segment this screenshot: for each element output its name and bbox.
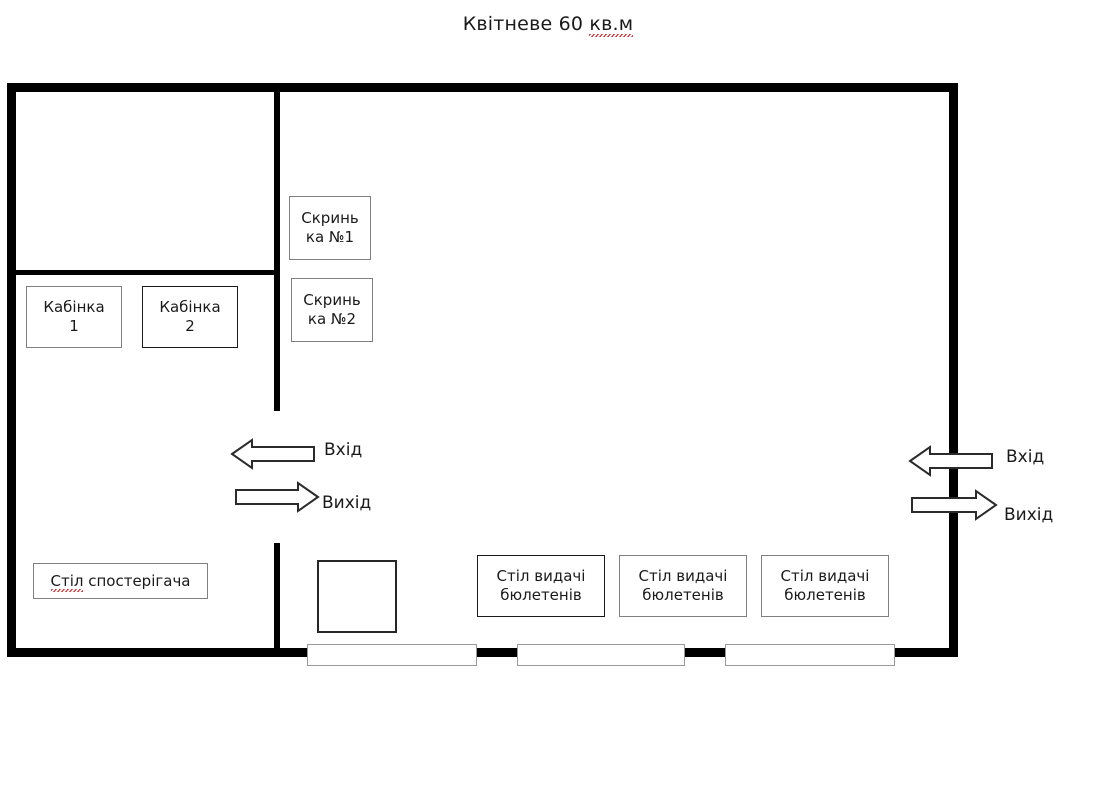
ballot-box-2-label-line1: Скринь xyxy=(303,291,361,310)
doorway-bar-1 xyxy=(307,644,477,666)
ballot-box-1-label-line2: ка №1 xyxy=(305,228,355,246)
doorway-bar-3 xyxy=(725,644,895,666)
voting-cabin-1[interactable]: Кабінка 1 xyxy=(26,286,122,348)
ballot-box-1[interactable]: Скринь ка №1 xyxy=(289,196,371,260)
ballot-box-2-label-line2: ка №2 xyxy=(307,310,357,328)
ballot-issuing-desk-1[interactable]: Стіл видачі бюлетенів xyxy=(477,555,605,617)
ballot-issuing-desk-1-label-line1: Стіл видачі xyxy=(496,567,586,586)
observer-table-label-rest: спостерігача xyxy=(83,571,191,590)
exit-arrow-left-icon xyxy=(234,481,320,513)
wall-left xyxy=(7,83,16,657)
entrance-arrow-right-icon xyxy=(908,445,994,477)
doorway-bar-2 xyxy=(517,644,685,666)
observer-table[interactable]: Стіл спостерігача xyxy=(33,563,208,599)
ballot-issuing-desk-1-label-line2: бюлетенів xyxy=(500,586,582,604)
ballot-issuing-desk-2[interactable]: Стіл видачі бюлетенів xyxy=(619,555,747,617)
exit-label-left: Вихід xyxy=(322,493,372,513)
wall-bottom xyxy=(7,648,958,657)
voting-cabin-2-label-line1: Кабінка xyxy=(159,298,221,317)
interior-wall-horizontal xyxy=(14,270,276,275)
voting-cabin-2[interactable]: Кабінка 2 xyxy=(142,286,238,348)
voting-cabin-1-label-line1: Кабінка xyxy=(43,298,105,317)
ballot-issuing-desk-2-label-line2: бюлетенів xyxy=(642,586,724,604)
ballot-issuing-desk-2-label-line1: Стіл видачі xyxy=(638,567,728,586)
page-title-text: Квітневе 60 xyxy=(462,13,590,35)
ballot-issuing-desk-3-label-line1: Стіл видачі xyxy=(780,567,870,586)
interior-wall-vertical-lower xyxy=(274,543,280,657)
ballot-box-2[interactable]: Скринь ка №2 xyxy=(291,278,373,342)
voting-cabin-2-label-line2: 2 xyxy=(185,317,195,335)
wall-top xyxy=(7,83,958,92)
interior-wall-vertical-upper xyxy=(274,83,280,411)
entrance-label-left: Вхід xyxy=(324,440,363,460)
entrance-arrow-left-icon xyxy=(230,438,316,470)
observer-table-label: Стіл спостерігача xyxy=(50,571,191,592)
ballot-issuing-desk-3[interactable]: Стіл видачі бюлетенів xyxy=(761,555,889,617)
page-title-misspelled-text: кв.м xyxy=(589,13,634,37)
wall-right xyxy=(949,83,958,657)
observer-table-misspelled-text: Стіл xyxy=(50,571,84,592)
page-title: Квітневе 60 кв.м xyxy=(0,13,1096,37)
unlabeled-square-object[interactable] xyxy=(317,560,397,633)
ballot-box-1-label-line1: Скринь xyxy=(301,209,359,228)
voting-cabin-1-label-line2: 1 xyxy=(69,317,79,335)
ballot-issuing-desk-3-label-line2: бюлетенів xyxy=(784,586,866,604)
exit-label-right: Вихід xyxy=(1004,505,1054,525)
exit-arrow-right-icon xyxy=(910,489,998,521)
entrance-label-right: Вхід xyxy=(1006,447,1045,467)
